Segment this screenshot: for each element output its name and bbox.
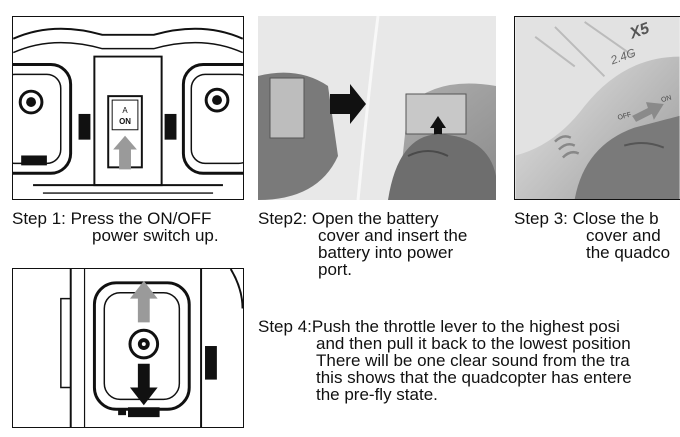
step1-caption-line-2: power switch up.: [92, 226, 219, 245]
step1-caption: Step 1: Press the ON/OFF power switch up…: [12, 210, 219, 244]
step4-caption-line-2: and then pull it back to the lowest posi…: [316, 334, 631, 353]
step3-caption-line-3: the quadco: [586, 243, 671, 262]
step3-image: X5 2.4G OFF ON: [514, 16, 680, 200]
step1-image: A ON: [12, 16, 244, 200]
battery-insertion-photo: [258, 16, 496, 200]
throttle-stick-illustration: [13, 269, 243, 427]
step2-caption-line-3: battery into power: [318, 243, 454, 262]
step2-caption-line-1: Step2: Open the battery: [258, 209, 439, 228]
step2-caption-line-2: cover and insert the: [318, 226, 468, 245]
step1-caption-line-1: Step 1: Press the ON/OFF: [12, 209, 212, 228]
step4-caption-line-4: this shows that the quadcopter has enter…: [316, 368, 632, 387]
step3-caption-line-2: cover and: [586, 226, 661, 245]
step4-image: [12, 268, 244, 428]
step4-caption-line-1: Step 4:Push the throttle lever to the hi…: [258, 317, 620, 336]
cover-closing-photo: X5 2.4G OFF ON: [515, 17, 680, 199]
switch-warning-label: A: [122, 106, 128, 115]
step2-caption: Step2: Open the battery cover and insert…: [258, 210, 467, 278]
close-arrow: [632, 102, 664, 122]
on-label: ON: [660, 95, 672, 104]
step2-caption-line-4: port.: [318, 260, 353, 279]
right-gimbal: [181, 63, 243, 175]
insert-arrow: [330, 84, 366, 124]
step2-image: [258, 16, 496, 200]
transmitter-illustration: A ON: [13, 17, 243, 199]
drone-logo-text: X5: [627, 20, 652, 43]
step4-caption-line-5: the pre-fly state.: [316, 385, 438, 404]
push-up-arrow: [113, 135, 137, 170]
step4-caption-line-3: There will be one clear sound from the t…: [316, 351, 630, 370]
left-gimbal: [13, 63, 73, 175]
throttle-down-arrow: [129, 363, 158, 406]
step4-caption: Step 4:Push the throttle lever to the hi…: [258, 318, 632, 403]
step3-caption: Step 3: Close the b cover and the quadco: [514, 210, 670, 261]
switch-on-label: ON: [119, 117, 131, 126]
throttle-up-arrow: [129, 280, 158, 323]
off-label: OFF: [617, 111, 632, 121]
step3-caption-line-1: Step 3: Close the b: [514, 209, 659, 228]
